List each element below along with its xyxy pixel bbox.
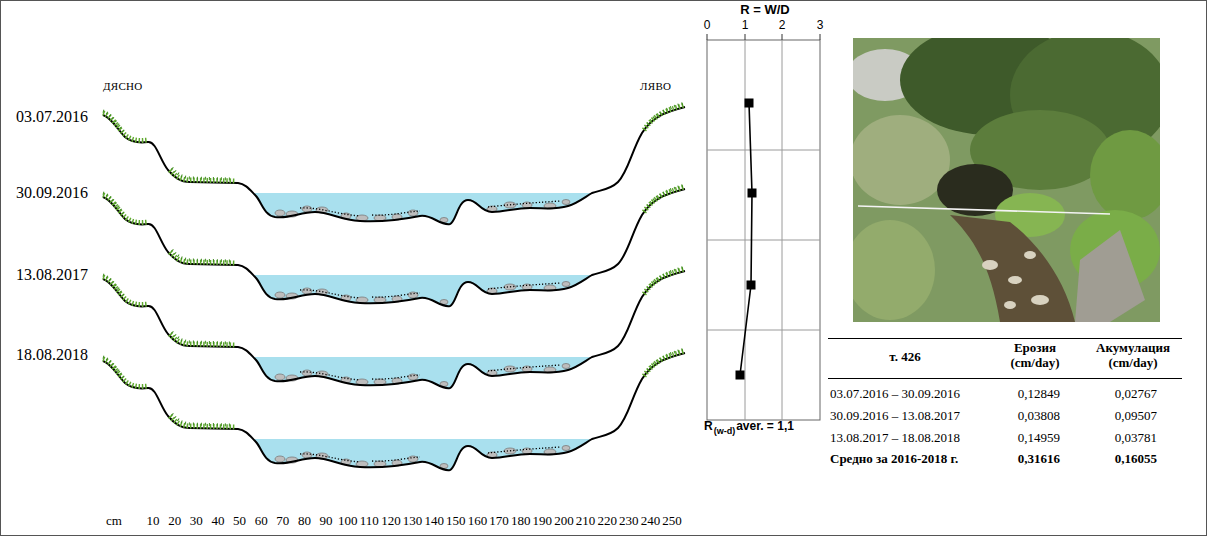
axis-tick-label: 60 bbox=[255, 514, 268, 529]
table-cell: 0,03781 bbox=[1115, 431, 1157, 446]
cross-section bbox=[103, 185, 685, 322]
data-point bbox=[736, 371, 745, 380]
table-rules bbox=[828, 339, 1182, 379]
table-header: Акумулация (cm/day) bbox=[1087, 341, 1179, 371]
grass-patch bbox=[853, 220, 935, 320]
axis-tick-label: 210 bbox=[576, 514, 596, 529]
table-header: т. 426 bbox=[889, 350, 920, 365]
table-cell: Средно за 2016-2018 г. bbox=[830, 452, 958, 467]
axis-tick-label: 10 bbox=[147, 514, 160, 529]
axis-tick-label: 20 bbox=[168, 514, 181, 529]
axis-unit: cm bbox=[106, 514, 122, 529]
axis-tick-label: 200 bbox=[554, 514, 574, 529]
tick-marks bbox=[707, 34, 820, 40]
data-point bbox=[747, 281, 756, 290]
bank-side-label: ЛЯВО bbox=[640, 80, 671, 93]
tick-label: 2 bbox=[779, 19, 786, 33]
tick-label: 0 bbox=[704, 19, 711, 33]
axis-tick-label: 230 bbox=[619, 514, 639, 529]
grass-patch bbox=[853, 115, 950, 205]
table-cell: 13.08.2017 – 18.08.2018 bbox=[830, 431, 960, 446]
axis-tick-label: 150 bbox=[446, 514, 466, 529]
rock bbox=[1075, 230, 1145, 322]
table-cell: 0,16055 bbox=[1115, 452, 1157, 467]
shrub bbox=[1090, 130, 1160, 220]
bank-side-label: ДЯСНО bbox=[103, 80, 143, 93]
measuring-tape bbox=[858, 206, 1110, 214]
tick-label: 3 bbox=[817, 19, 824, 33]
chart-box bbox=[707, 40, 820, 420]
table-cell: 0,14959 bbox=[1018, 431, 1060, 446]
axis-tick-label: 40 bbox=[211, 514, 224, 529]
chart-title: R = W/D bbox=[740, 3, 789, 18]
axis-tick-label: 220 bbox=[597, 514, 617, 529]
axis-tick-label: 80 bbox=[298, 514, 311, 529]
axis-tick-label: 50 bbox=[233, 514, 246, 529]
data-point bbox=[745, 99, 754, 108]
grid-lines bbox=[707, 40, 820, 420]
table-cell: 0,02767 bbox=[1115, 387, 1157, 402]
axis-tick-label: 100 bbox=[338, 514, 358, 529]
cross-section bbox=[103, 267, 685, 404]
axis-tick-label: 180 bbox=[511, 514, 531, 529]
table-cell: 30.09.2016 – 13.08.2017 bbox=[830, 409, 960, 424]
average-label: aver. = 1,1 bbox=[736, 420, 794, 434]
tick-label: 1 bbox=[742, 19, 749, 33]
axis-tick-label: 160 bbox=[468, 514, 488, 529]
table-cell: 0,03808 bbox=[1018, 409, 1060, 424]
table-cell: 0,09507 bbox=[1115, 409, 1157, 424]
table-rule bbox=[828, 378, 1182, 379]
axis-tick-label: 130 bbox=[403, 514, 423, 529]
average-label: R bbox=[704, 420, 713, 434]
site-photo bbox=[845, 25, 1170, 322]
table-cell: 0,31616 bbox=[1018, 452, 1060, 467]
survey-date: 13.08.2017 bbox=[16, 266, 88, 284]
data-point bbox=[748, 189, 757, 198]
ratio-line bbox=[740, 103, 752, 375]
survey-date: 30.09.2016 bbox=[16, 184, 88, 202]
axis-tick-label: 250 bbox=[662, 514, 682, 529]
axis-tick-label: 240 bbox=[641, 514, 661, 529]
axis-tick-label: 70 bbox=[276, 514, 289, 529]
survey-date: 03.07.2016 bbox=[16, 108, 88, 126]
axis-tick-label: 140 bbox=[424, 514, 444, 529]
axis-tick-label: 110 bbox=[360, 514, 379, 529]
axis-tick-label: 90 bbox=[320, 514, 333, 529]
axis-tick-label: 190 bbox=[533, 514, 553, 529]
axis-tick-label: 120 bbox=[381, 514, 401, 529]
cross-section bbox=[103, 103, 685, 240]
survey-date: 18.08.2018 bbox=[16, 346, 88, 364]
stream-stones bbox=[982, 251, 1049, 309]
table-cell: 0,12849 bbox=[1018, 387, 1060, 402]
table-cell: 03.07.2016 – 30.09.2016 bbox=[830, 387, 960, 402]
axis-tick-label: 30 bbox=[190, 514, 203, 529]
table-header: Ерозия (cm/day) bbox=[995, 341, 1075, 371]
table-rule bbox=[828, 338, 1182, 339]
axis-tick-label: 170 bbox=[489, 514, 509, 529]
cross-section bbox=[103, 349, 685, 486]
stream bbox=[950, 215, 1075, 322]
average-subscript: (w-d) bbox=[714, 426, 736, 436]
ratio-chart bbox=[707, 34, 820, 420]
